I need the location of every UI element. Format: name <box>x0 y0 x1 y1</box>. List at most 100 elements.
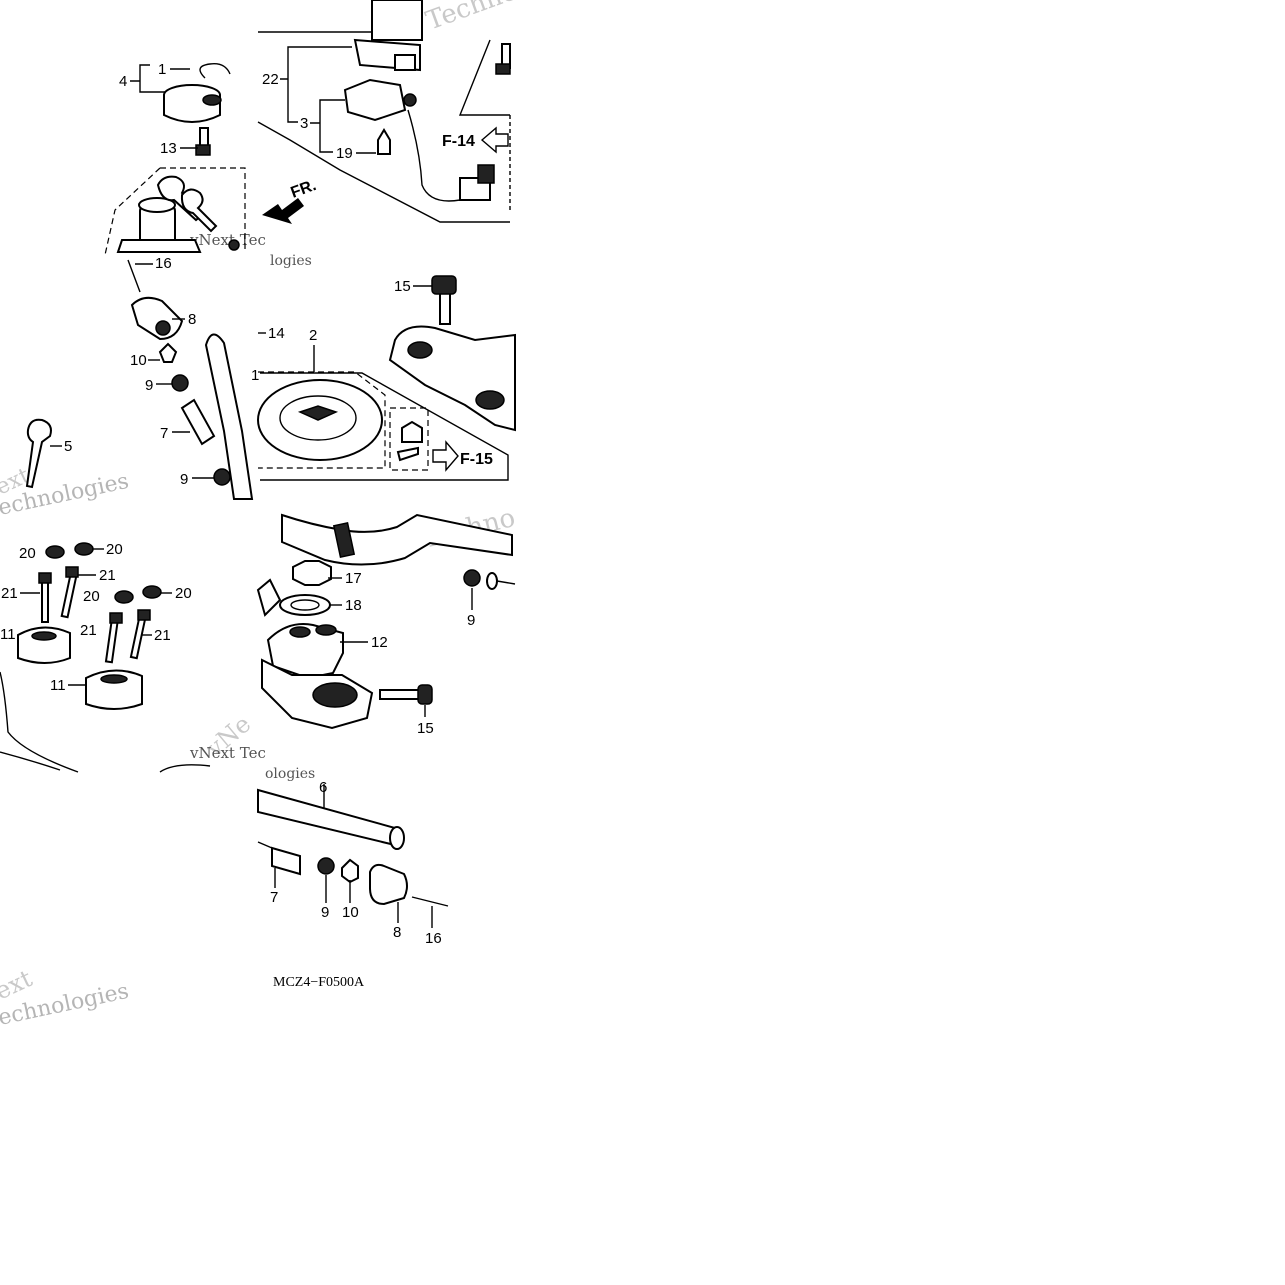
part-rubber-9-d <box>317 857 335 875</box>
callout-21-c: 21 <box>80 622 97 639</box>
part-washer-9-c <box>486 572 498 590</box>
top-bridge-group: F-15 <box>257 275 516 481</box>
watermark-techno-top: Techno <box>422 0 521 37</box>
part-rubber-9-b <box>213 468 231 486</box>
part-washer-18 <box>279 594 331 616</box>
part-ignition-plate <box>257 379 383 461</box>
callout-18: 18 <box>345 597 362 614</box>
part-bolt-15-a-head <box>431 275 457 295</box>
callout-11-b: 11 <box>50 677 66 694</box>
callout-8-a: 8 <box>188 311 196 328</box>
part-weight-8-b <box>369 863 408 906</box>
callout-20-c: 20 <box>83 588 100 605</box>
callout-15-b: 15 <box>417 720 434 737</box>
callout-19: 19 <box>336 145 353 162</box>
part-handlebar-grip-band <box>332 522 356 558</box>
callout-10-b: 10 <box>342 904 359 921</box>
part-bolt-21-b <box>60 573 78 619</box>
part-clip-10-a <box>158 342 178 363</box>
callout-17: 17 <box>345 570 362 587</box>
part-switch-knob <box>403 93 417 107</box>
part-collar-7-a <box>180 398 216 446</box>
part-lower-bridge-hole <box>312 682 358 708</box>
callout-2: 2 <box>309 327 317 344</box>
part-bolt-21-d-head <box>137 609 151 621</box>
callouts-switch: 22 3 19 <box>262 46 376 162</box>
watermark-ologies-2: ologies <box>265 766 315 782</box>
part-connector-cap <box>477 164 495 184</box>
part-rubber-9-c <box>463 569 481 587</box>
part-screw-16-b <box>411 896 449 907</box>
part-bar-end-right <box>496 580 516 585</box>
callouts-ignition: 1 4 13 <box>119 61 198 157</box>
part-weight-8-a-hole <box>155 320 171 336</box>
callout-12: 12 <box>371 634 388 651</box>
grip-parts-left <box>25 259 254 500</box>
plate-outline <box>258 371 386 469</box>
ignition-switch-group: FR. <box>104 63 319 256</box>
part-holder-11-a-slot <box>31 631 57 641</box>
ref-f15: F-15 <box>460 451 493 468</box>
callout-16-b: 16 <box>425 930 442 947</box>
part-bolt-21-a <box>41 579 49 623</box>
part-cap-20-b <box>74 542 94 556</box>
diagram-code: MCZ4−F0500A <box>273 975 365 990</box>
part-clip-10-b <box>341 858 359 884</box>
callout-21-a: 21 <box>1 585 18 602</box>
callout-16-a: 16 <box>155 255 172 272</box>
part-bolt-15-b-head <box>417 684 433 705</box>
callout-15-a: 15 <box>394 278 411 295</box>
part-handlebar-lower-left-2 <box>0 751 61 771</box>
part-rubber-9-a <box>171 374 189 392</box>
box-outline-right <box>458 39 510 116</box>
callout-1-b: 1 <box>251 367 259 384</box>
part-ignition-plate-inner <box>279 395 357 441</box>
callout-20-d: 20 <box>175 585 192 602</box>
part-bolt-15-b <box>379 689 421 700</box>
part-cap-slot <box>202 94 222 106</box>
part-bolt-21-b-head <box>65 566 79 578</box>
callout-4: 4 <box>119 73 127 90</box>
watermark-logies-1: logies <box>270 253 312 269</box>
part-lock-lever <box>396 446 419 462</box>
part-screw-19 <box>377 128 391 155</box>
part-key-2 <box>180 188 218 233</box>
part-bolt-21-a-head <box>38 572 52 584</box>
callout-7-b: 7 <box>270 889 278 906</box>
part-washer-18-hole <box>290 599 320 611</box>
holder-parts-group <box>0 542 211 773</box>
part-switch-tab <box>394 54 416 71</box>
part-bolt-15-a <box>439 291 451 325</box>
watermark-vnext-tec-1: vNext Tec <box>189 231 266 249</box>
box-outline-bottom <box>257 121 510 223</box>
callouts-lower-holder: 17 18 12 15 9 <box>328 570 475 737</box>
part-cap-20-a <box>45 545 65 559</box>
watermarks: Techno vNext Tec logies ext echnologies … <box>0 0 521 1031</box>
part-switch-3 <box>343 78 407 122</box>
part-lower-bridge-clamp <box>256 578 282 617</box>
callout-3: 3 <box>300 115 308 132</box>
part-clip <box>199 63 231 79</box>
callout-20-a: 20 <box>19 545 36 562</box>
ref-f15-arrow <box>432 440 459 472</box>
callout-20-b: 20 <box>106 541 123 558</box>
part-cap-nut-17 <box>292 560 332 586</box>
callout-9-c: 9 <box>467 612 475 629</box>
part-handlebar-stub <box>257 841 273 849</box>
part-top-bridge-hole-1 <box>407 341 433 359</box>
callout-6: 6 <box>319 779 327 796</box>
ref-f14-arrow <box>480 126 509 154</box>
ref-f14: F-14 <box>442 133 475 150</box>
callout-10-a: 10 <box>130 352 147 369</box>
part-lock-base <box>116 239 202 253</box>
part-handlebar-14 <box>204 333 254 500</box>
part-holder-12-hole-a <box>289 626 311 638</box>
callouts-bridge: 15 14 2 1 <box>251 278 432 384</box>
leader-3 <box>310 99 345 153</box>
housing-outline <box>104 167 246 256</box>
plate-outline-solid <box>260 372 509 481</box>
front-arrow-label: FR. <box>289 177 319 202</box>
callout-22: 22 <box>262 71 279 88</box>
callout-13: 13 <box>160 140 177 157</box>
